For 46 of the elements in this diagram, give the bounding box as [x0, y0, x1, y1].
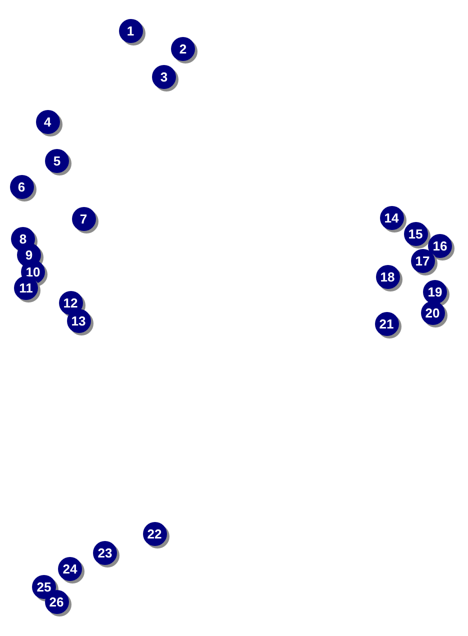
callout-number: 7: [80, 212, 88, 226]
callout-marker: [376, 265, 402, 292]
callout-marker: [72, 207, 98, 234]
callout-marker: [428, 234, 455, 260]
callout-marker: [171, 37, 198, 64]
callout-number: 1: [126, 24, 134, 37]
callout-number: 21: [379, 318, 394, 330]
callout-marker: [380, 206, 406, 233]
callout-number: 3: [160, 70, 168, 83]
callout-number: 23: [98, 546, 112, 560]
callout-marker: [152, 64, 179, 92]
callout-marker: [44, 590, 72, 617]
callout-marker: [66, 308, 94, 336]
callout-marker: [374, 312, 402, 339]
callout-number: 9: [25, 248, 33, 262]
callout-number: 13: [71, 314, 86, 327]
callout-number: 12: [63, 296, 78, 309]
callout-number: 14: [384, 212, 399, 224]
callout-marker: [10, 175, 36, 202]
callout-marker: [142, 522, 170, 549]
callout-number: 2: [179, 42, 187, 56]
callout-marker: [118, 18, 146, 46]
callout-number: 26: [49, 596, 64, 608]
callout-number: 5: [53, 154, 61, 167]
callout-number: 18: [380, 270, 395, 284]
callout-marker: [420, 300, 448, 328]
callout-number: 15: [408, 228, 423, 240]
callout-number: 17: [415, 254, 430, 268]
callout-marker: [58, 557, 85, 584]
callout-number: 4: [44, 115, 52, 128]
callout-number: 19: [428, 286, 442, 298]
callout-number: 8: [19, 232, 27, 245]
callout-marker: [404, 222, 430, 249]
callout-number: 10: [26, 265, 40, 278]
callout-marker: [45, 148, 72, 176]
callout-number: 25: [36, 580, 52, 593]
callout-number: 24: [62, 562, 78, 576]
callout-number: 6: [18, 180, 26, 194]
callout-number: 11: [19, 282, 33, 294]
callout-marker: [36, 110, 62, 136]
callout-marker: [410, 249, 438, 276]
callout-marker: [93, 541, 120, 568]
callout-marker: [14, 276, 41, 303]
callout-number: 16: [432, 239, 448, 252]
callout-number: 22: [147, 528, 162, 540]
callout-number: 20: [425, 306, 440, 319]
